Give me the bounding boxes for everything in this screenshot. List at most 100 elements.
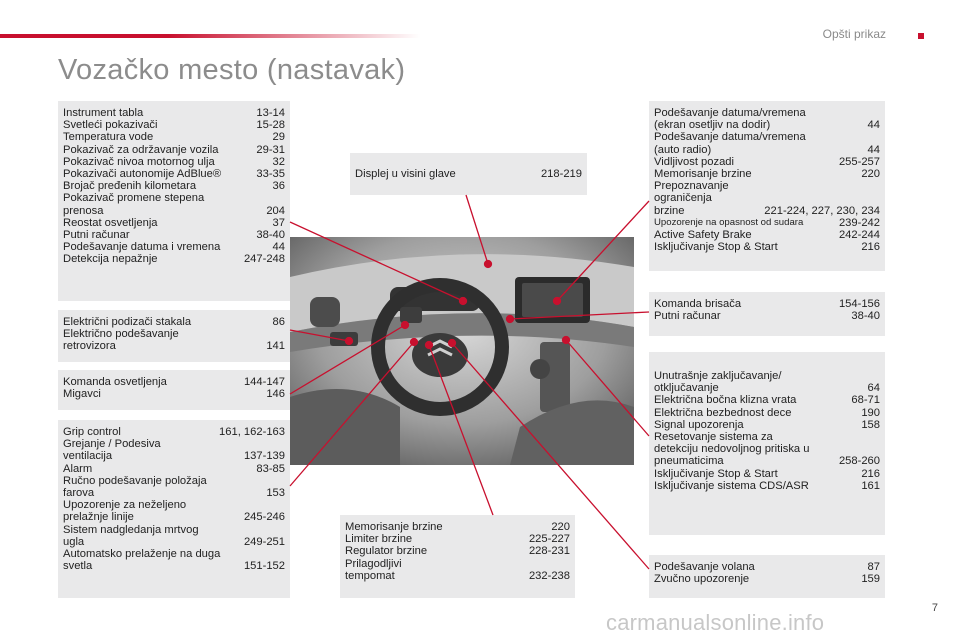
index-entry-pages: 64 [867,382,880,395]
index-entry-pages: 216 [861,241,880,254]
index-entry: Upozorenje za neželjeno prelažnje linije… [63,499,285,523]
index-entry-pages: 87 [867,561,880,573]
index-entry-pages: 245-246 [243,511,285,524]
index-entry-label: Podešavanje datuma/vremena (ekran osetlj… [654,107,806,132]
index-entry-pages: 220 [861,168,880,181]
index-entry-pages: 190 [861,406,880,419]
index-entry-pages: 153 [266,487,285,500]
index-entry-label: Migavci [63,388,101,401]
index-entry-label: Isključivanje Stop & Start [654,467,778,480]
index-entry-pages: 33-35 [256,168,285,181]
index-entry-pages: 68-71 [851,394,880,407]
index-entry-pages: 13-14 [256,107,285,119]
page-title: Vozačko mesto (nastavak) [58,54,406,86]
index-entry-label: Zvučno upozorenje [654,573,750,586]
index-entry: Isključivanje Stop & Start 216 [654,241,880,253]
index-entry: Memorisanje brzine 220 [654,168,880,180]
index-entry: Putni računar 38-40 [63,229,285,241]
index-entry: Grip control 161, 162-163 [63,426,285,438]
index-entry: Pokazivači autonomije AdBlue® 33-35 [63,168,285,180]
index-entry-pages: 232-238 [528,569,570,582]
index-entry: Električno podešavanje retrovizora 141 [63,328,285,352]
index-entry: Električna bočna klizna vrata 68-71 [654,394,880,406]
index-entry-label: Resetovanje sistema za detekciju nedovol… [654,431,810,468]
index-entry-pages: 32 [272,155,285,168]
index-entry: Putni računar 38-40 [654,310,880,322]
index-entry-label: Alarm [63,462,93,475]
index-entry-label: Podešavanje datuma i vremena [63,241,221,254]
index-entry-pages: 249-251 [243,535,285,548]
section-marker-icon [918,33,924,39]
watermark: carmanualsonline.info [606,610,825,635]
index-entry-label: Isključivanje Stop & Start [654,241,778,254]
index-entry-pages: 38-40 [256,229,285,242]
index-entry-label: Isključivanje sistema CDS/ASR [654,479,809,492]
index-entry-label: Putni računar [63,229,130,242]
index-entry: Instrument tabla 13-14 [63,107,285,119]
index-entry: Resetovanje sistema za detekciju nedovol… [654,431,880,468]
index-entry-label: Električna bezbednost dece [654,406,792,419]
index-entry-label: Pokazivači autonomije AdBlue® [63,168,222,181]
index-entry-pages: 221-224, 227, 230, 234 [764,204,880,217]
index-entry-pages: 141 [266,340,285,353]
index-entry-label: Pokazivač za održavanje vozila [63,143,219,156]
index-entry-label: Električna bočna klizna vrata [654,394,797,407]
index-entry-label: Grip control [63,426,121,438]
index-entry-pages: 38-40 [851,310,880,323]
index-entry-label: Reostat osvetljenja [63,216,158,229]
index-entry: Prilagodljivi tempomat 232-238 [345,558,570,582]
index-entry-pages: 161, 162-163 [219,426,285,438]
index-entry-pages: 161 [861,479,880,492]
index-entry-label: Prilagodljivi tempomat [345,557,402,582]
index-entry-pages: 83-85 [256,462,285,475]
section-label: Opšti prikaz [822,27,886,41]
index-entry-label: Limiter brzine [345,533,413,546]
index-entry: Podešavanje datuma/vremena (auto radio)4… [654,131,880,155]
index-entry-label: Pokazivač nivoa motornog ulja [63,155,215,168]
index-entry-label: Prepoznavanje ograničenja brzine [654,180,729,217]
index-entry-pages: 37 [272,216,285,229]
index-entry-label: Električno podešavanje retrovizora [63,328,179,353]
index-entry-label: Regulator brzine [345,545,428,558]
index-entry-label: Svetleći pokazivači [63,119,158,132]
index-entry-label: Upozorenje za neželjeno prelažnje linije [63,499,187,524]
index-entry-label: Temperatura vode [63,131,154,144]
index-entry-label: Instrument tabla [63,107,144,119]
index-entry-pages: 44 [867,143,880,156]
index-entry-label: Vidljivost pozadi [654,155,735,168]
index-entry-label: Memorisanje brzine [654,168,752,181]
index-entry-label: Active Safety Brake [654,229,752,242]
page-number: 7 [931,602,938,614]
index-entry-label: Grejanje / Podesiva ventilacija [63,438,161,463]
index-entry-label: Automatsko prelaženje na duga svetla [63,548,221,573]
index-entry: Podešavanje datuma/vremena (ekran osetlj… [654,107,880,131]
index-entry-pages: 242-244 [838,229,880,242]
index-entry: Reostat osvetljenja 37 [63,217,285,229]
index-entry-pages: 154-156 [838,298,880,310]
index-entry-label: Putni računar [654,310,721,323]
index-entry-pages: 15-28 [256,119,285,132]
